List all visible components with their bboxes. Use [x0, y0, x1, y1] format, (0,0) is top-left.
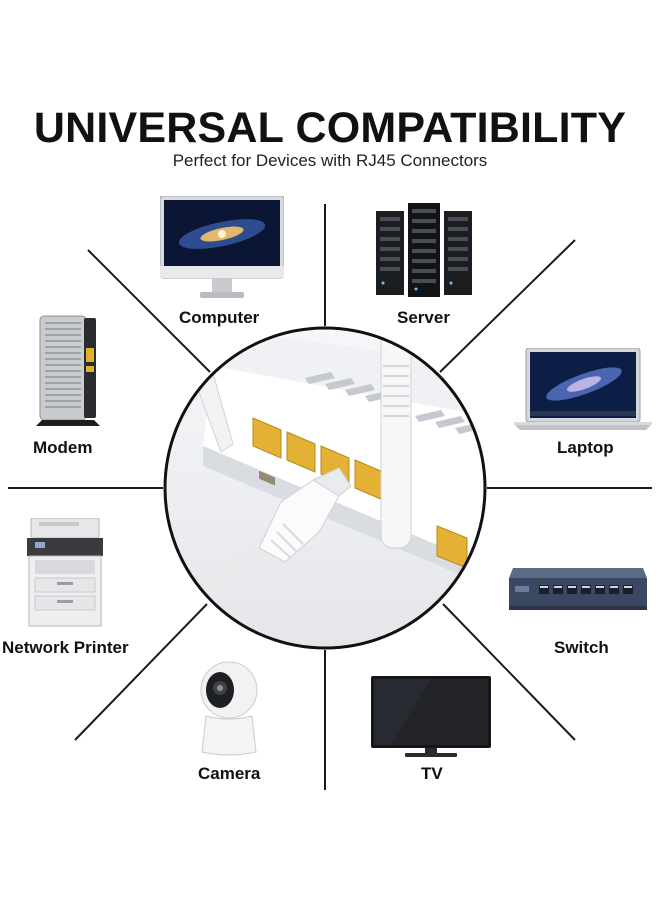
device-label-tv: TV: [421, 764, 443, 783]
security-camera-icon: [200, 661, 258, 756]
device-label-network-printer: Network Printer: [2, 638, 129, 657]
device-label-server: Server: [397, 308, 450, 327]
page-subtitle: Perfect for Devices with RJ45 Connectors: [172, 151, 488, 170]
server-rack-icon: [376, 203, 472, 297]
device-label-computer: Computer: [179, 308, 260, 327]
monitor-icon: [160, 196, 284, 298]
router-ethernet-cable-icon: [163, 326, 487, 650]
device-label-laptop: Laptop: [557, 438, 614, 457]
network-switch-icon: [509, 568, 647, 610]
laptop-icon: [514, 348, 652, 430]
device-label-camera: Camera: [198, 764, 261, 783]
printer-icon: [27, 518, 103, 627]
page-title: UNIVERSAL COMPATIBILITY: [33, 104, 627, 152]
modem-icon: [36, 315, 100, 426]
tv-icon: [371, 676, 491, 757]
device-label-switch: Switch: [554, 638, 609, 657]
device-label-modem: Modem: [33, 438, 93, 457]
